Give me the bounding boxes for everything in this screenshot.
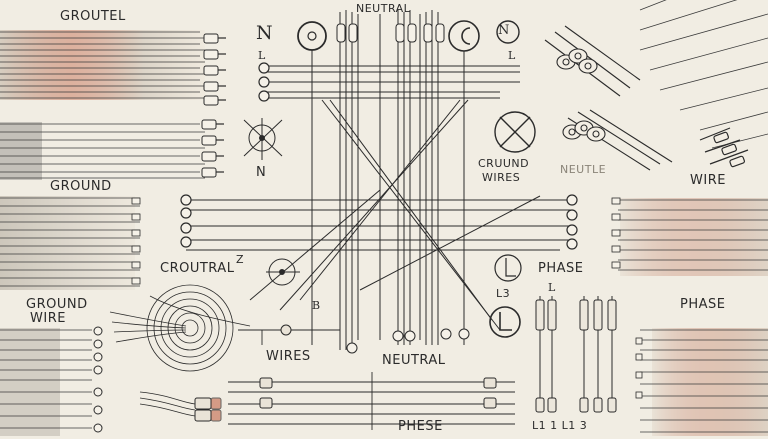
label-ground-mid: GROUND [50,179,112,194]
label-n-right: N [498,23,510,38]
label-wire-right: WIRE [690,173,726,188]
label-l-small: L [548,281,556,294]
measure-symbol-left [266,258,300,286]
label-neutral-bottom: NEUTRAL [382,353,446,368]
l3-symbol [494,254,522,282]
label-l-mark-left: L [258,49,266,62]
label-neutral-top: NEUTRAL [356,2,411,15]
label-ground-wire-2: WIRE [30,311,66,326]
terminals-upper-left [258,62,270,102]
label-l-mark-right: L [508,49,516,62]
vertical-conductor-bundle [339,10,439,350]
cable-bundle-right-mid [611,197,768,276]
label-wires-bottom: WIRES [266,349,311,364]
cable-ends-mid-right [562,109,673,171]
label-ground-wire-1: GROUND [26,297,88,312]
wire-fan-right [639,0,768,149]
cable-bundle-ground-left [0,196,141,290]
label-neutle: NEUTLE [560,163,607,176]
ground-symbol [494,111,536,153]
cable-bundle-ground-wire [0,326,103,436]
label-b-mark: B [312,299,321,312]
label-bottom-codes: L1 1 L1 3 [532,419,588,432]
c-symbol-right [448,20,480,345]
cable-ends-top-right [544,25,641,97]
terminals-middle-left [180,194,192,248]
label-wires-mid: WIRES [482,171,521,184]
l-symbol-circle [489,306,521,338]
label-croutral: CROUTRAL [160,261,235,276]
cable-bundle-right-bottom [635,328,768,436]
terminals-middle-right [566,194,578,250]
horizontal-bus-middle [186,199,572,251]
horizontal-bus-upper [262,65,520,99]
label-groutel: GROUTEL [60,9,126,24]
label-l3: L3 [496,287,511,300]
neutral-symbol-left [297,21,327,345]
coil-spiral [109,284,251,372]
bottom-wire-terminals [259,324,497,409]
terminal-clips-bottom [346,328,470,354]
crossing-wires [249,99,541,331]
phase-fuse-holders [535,296,617,413]
label-phese: PHESE [398,419,443,434]
connectors-bottom-left [139,391,222,422]
bottom-wire-run [228,329,515,430]
terminal-clips-top [336,23,445,43]
label-phase-mid: PHASE [538,261,584,276]
label-n-mid: N [256,165,267,180]
crossed-switch-symbol [243,118,283,160]
cable-bundle-mid-left [0,119,224,180]
label-n-left: N [256,22,274,44]
cable-bundle-top-left [0,30,226,106]
label-cruround: CRUUND [478,157,530,170]
n-symbol-top-right [496,20,520,44]
label-croutral-mark: Z [236,253,245,266]
probe-tips-right [699,127,749,168]
label-phase-right: PHASE [680,297,726,312]
